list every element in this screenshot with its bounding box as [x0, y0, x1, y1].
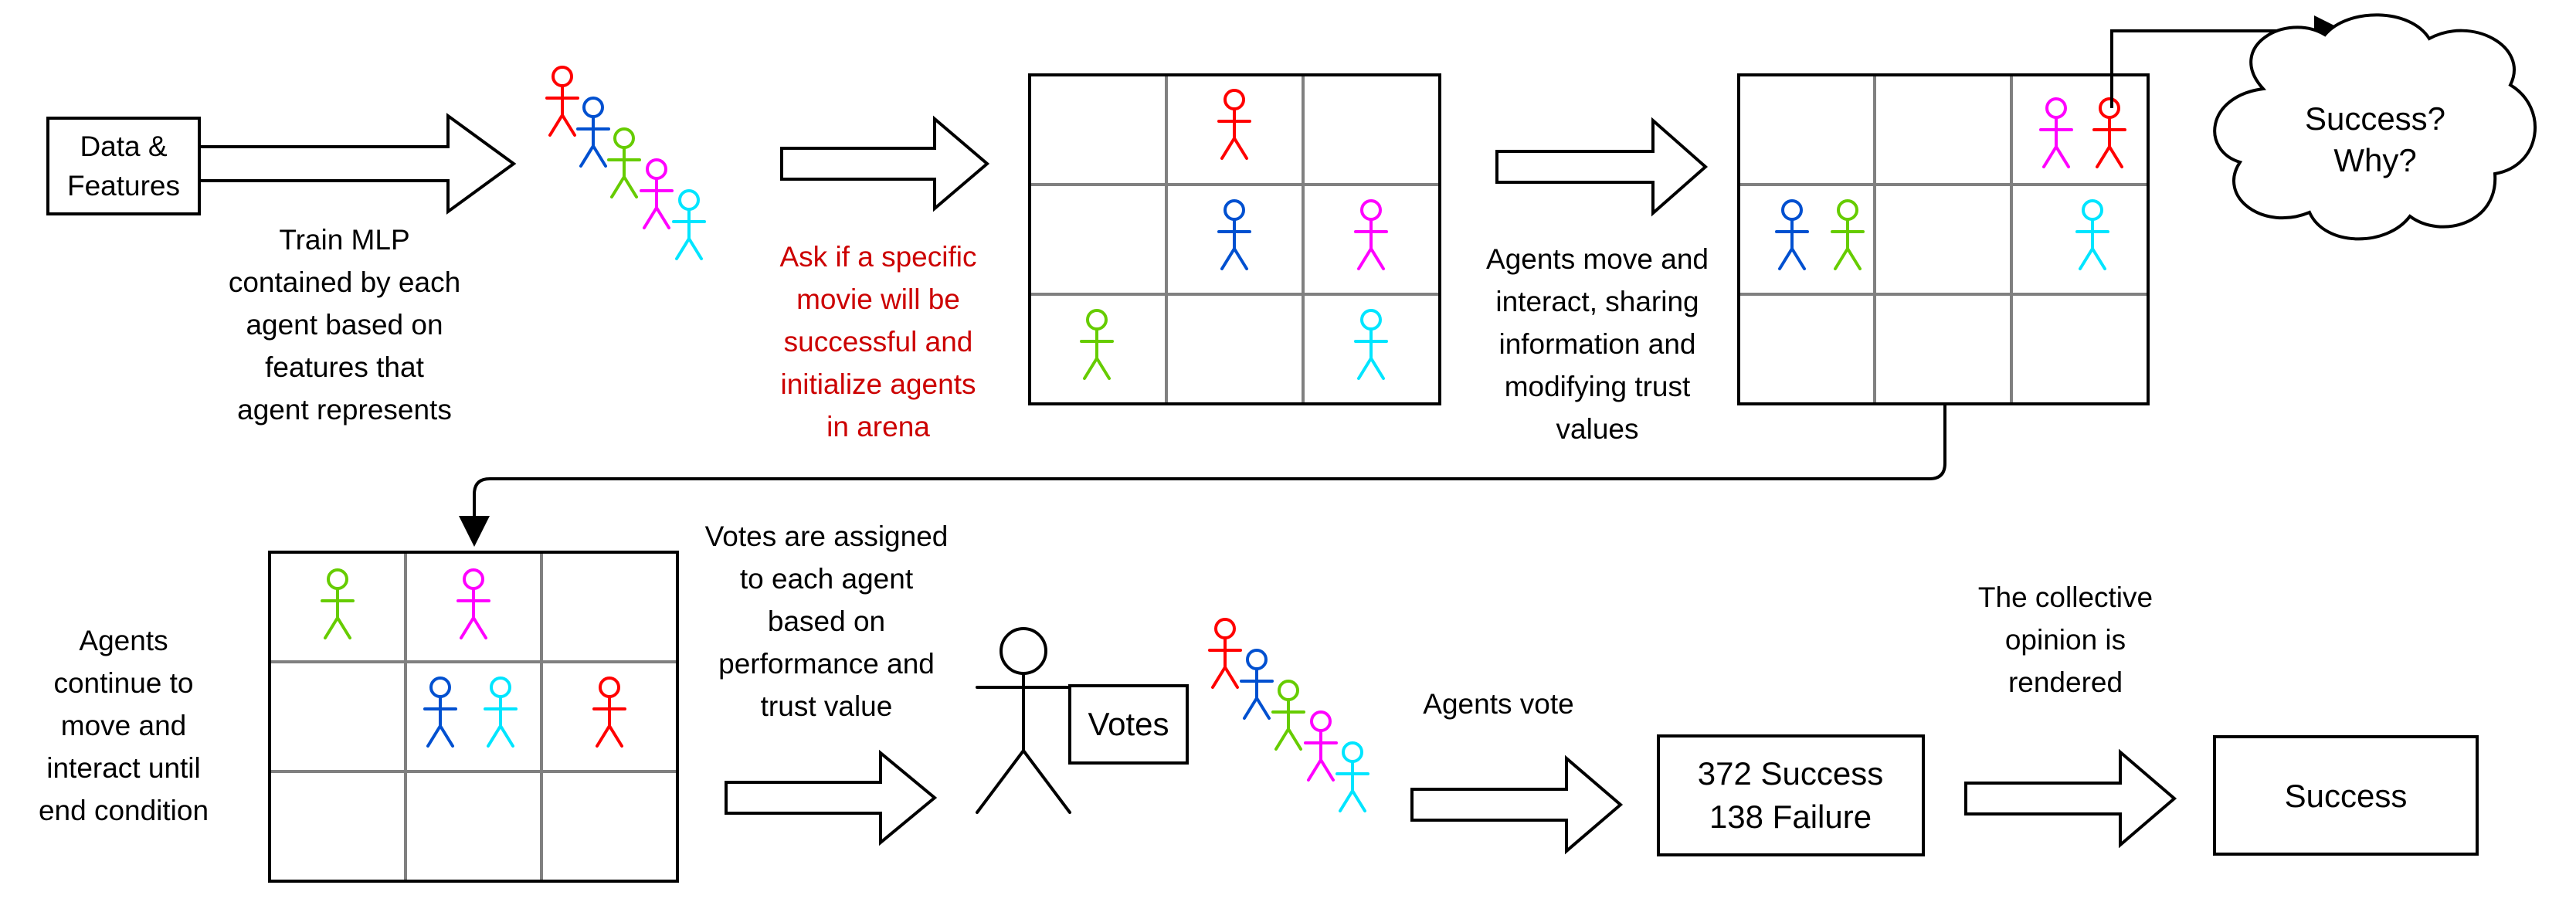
train-mlp-line-4: features that — [265, 351, 424, 383]
agents-move-line-2: interact, sharing — [1495, 286, 1699, 317]
voter-person-icon — [976, 627, 1071, 814]
agents-move-line-3: information and — [1498, 328, 1695, 360]
train-mlp-line-3: agent based on — [246, 309, 443, 341]
result-box: Success — [2213, 735, 2479, 856]
ask-line-1: Ask if a specific — [780, 241, 977, 273]
agents-continue-line-2: continue to — [53, 667, 193, 699]
arena-grid-interacting — [1737, 73, 2150, 405]
arena-grid-initial — [1028, 73, 1441, 405]
flow-arrow-2 — [780, 115, 990, 212]
agent-blue-icon — [576, 97, 610, 168]
flow-arrow-6 — [1964, 748, 2177, 849]
votes-assigned-line-3: based on — [768, 605, 885, 637]
agent-red-icon — [545, 66, 579, 137]
agent-green-icon — [1271, 680, 1305, 751]
ask-line-4: initialize agents — [781, 368, 976, 400]
cloud-line-2: Why? — [2333, 142, 2416, 178]
tally-failure-count: 138 Failure — [1709, 799, 1872, 835]
voter-with-votes-sign: Votes — [976, 627, 1189, 814]
data-features-box: Data & Features — [46, 117, 201, 215]
success-why-cloud: Success? Why? — [2213, 13, 2537, 241]
flow-arrow-5 — [1410, 754, 1624, 855]
connector-to-cloud — [2110, 15, 2345, 108]
agents-move-line-1: Agents move and — [1486, 243, 1709, 275]
collective-opinion-label: The collective opinion is rendered — [1978, 582, 2153, 698]
agent-group-voting — [1208, 618, 1369, 812]
result-label: Success — [2285, 778, 2408, 814]
agent-cyan-icon — [672, 189, 706, 260]
flow-arrow-3 — [1495, 117, 1709, 217]
vote-tally-box: 372 Success 138 Failure — [1657, 734, 1925, 856]
cloud-line-1: Success? — [2305, 100, 2445, 137]
train-mlp-line-5: agent represents — [237, 394, 452, 426]
train-mlp-line-1: Train MLP — [279, 224, 409, 256]
votes-sign-label: Votes — [1088, 706, 1169, 742]
votes-assigned-line-1: Votes are assigned — [705, 521, 949, 552]
agents-move-line-5: values — [1556, 413, 1639, 445]
agents-move-line-4: modifying trust — [1505, 371, 1691, 402]
train-mlp-label: Train MLP contained by each agent based … — [229, 224, 460, 426]
agent-green-icon — [607, 127, 641, 198]
ask-line-3: successful and — [784, 326, 973, 358]
agents-move-label: Agents move and interact, sharing inform… — [1486, 243, 1709, 445]
votes-assigned-line-2: to each agent — [740, 563, 914, 595]
collective-line-2: opinion is — [2005, 624, 2126, 656]
agents-continue-line-4: interact until — [46, 752, 201, 784]
agents-continue-label: Agents continue to move and interact unt… — [39, 625, 209, 826]
connector-to-final-arena — [459, 404, 1946, 547]
arena-grid-final — [268, 551, 679, 883]
agent-red-icon — [1208, 618, 1242, 689]
data-features-line-2: Features — [67, 170, 180, 202]
ask-line-5: in arena — [826, 411, 930, 443]
agents-continue-line-5: end condition — [39, 795, 209, 826]
agent-magenta-icon — [640, 158, 674, 229]
votes-assigned-line-5: trust value — [761, 690, 893, 722]
agents-continue-line-1: Agents — [79, 625, 168, 656]
agent-cyan-icon — [1336, 741, 1369, 812]
votes-assigned-line-4: performance and — [718, 648, 935, 680]
agents-vote-label: Agents vote — [1423, 688, 1573, 720]
train-mlp-line-2: contained by each — [229, 266, 460, 298]
agent-magenta-icon — [1304, 710, 1338, 782]
agent-group-trained — [545, 66, 706, 260]
collective-line-3: rendered — [2008, 666, 2123, 698]
data-features-line-1: Data & — [80, 131, 167, 162]
agent-blue-icon — [1240, 649, 1274, 720]
ask-label: Ask if a specific movie will be successf… — [780, 241, 977, 443]
flow-arrow-1 — [198, 113, 517, 215]
tally-success-count: 372 Success — [1698, 755, 1883, 792]
ask-line-2: movie will be — [796, 283, 960, 315]
collective-line-1: The collective — [1978, 582, 2153, 613]
votes-assigned-label: Votes are assigned to each agent based o… — [705, 521, 949, 722]
agents-continue-line-3: move and — [61, 710, 187, 741]
flow-arrow-4 — [725, 749, 938, 846]
